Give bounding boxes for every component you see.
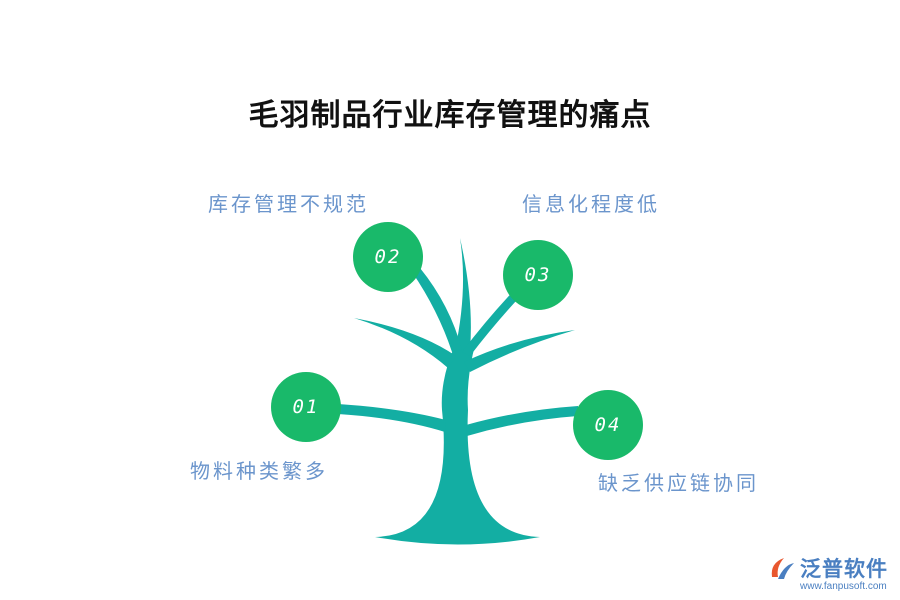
node-03: 03: [503, 240, 573, 310]
tree-branch-right: [464, 330, 575, 372]
label-03: 信息化程度低: [522, 192, 660, 216]
tree-branch-04: [466, 406, 578, 436]
tree-trunk: [375, 345, 540, 545]
tree-branch-02: [412, 268, 462, 352]
label-04: 缺乏供应链协同: [598, 471, 759, 495]
tree-branch-top: [455, 238, 471, 350]
page-title: 毛羽制品行业库存管理的痛点: [248, 98, 652, 133]
tree-branch-03: [462, 282, 528, 356]
tree-branch-left: [354, 318, 456, 368]
node-03-number: 03: [524, 264, 552, 286]
node-01: 01: [271, 372, 341, 442]
brand-logo: 泛普软件: [768, 553, 888, 583]
node-02-number: 02: [374, 246, 402, 268]
node-04: 04: [573, 390, 643, 460]
label-02: 库存管理不规范: [208, 192, 369, 216]
label-01: 物料种类繁多: [190, 459, 328, 483]
node-01-number: 01: [292, 396, 320, 418]
brand-url: www.fanpusoft.com: [800, 581, 887, 592]
brand-name: 泛普软件: [800, 557, 888, 581]
tree-branch-01: [338, 404, 446, 432]
fanpu-logo-icon: [771, 558, 794, 579]
node-02: 02: [353, 222, 423, 292]
node-04-number: 04: [594, 414, 622, 436]
